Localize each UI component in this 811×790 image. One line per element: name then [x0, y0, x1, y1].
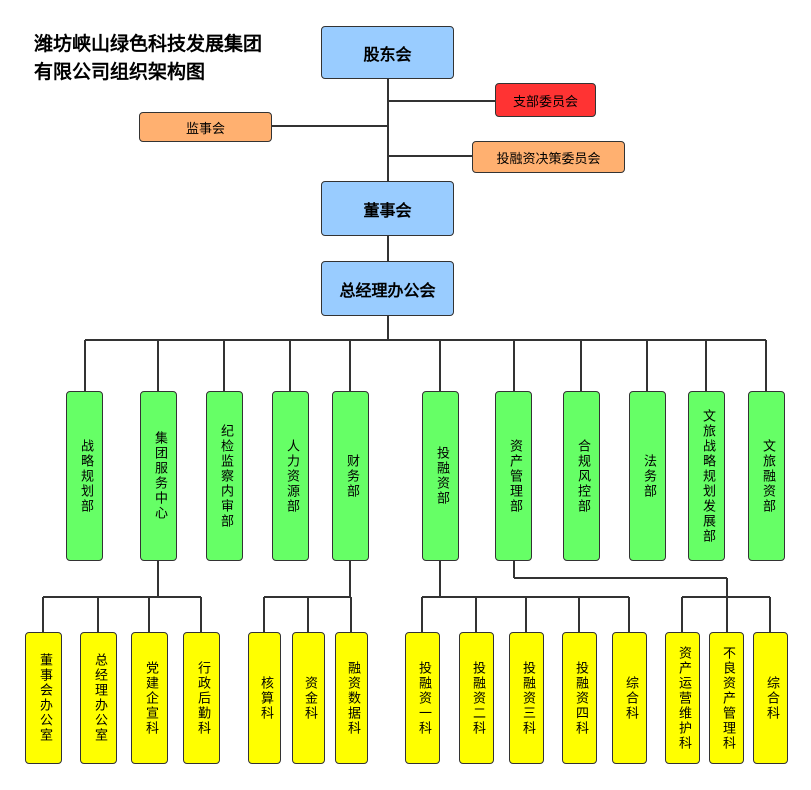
section-label: 投融资四科: [572, 660, 588, 736]
board-box: 董事会: [321, 181, 454, 236]
section-box: 总经理办公室: [80, 632, 117, 764]
department-label: 纪检监察内审部: [217, 423, 233, 529]
section-box: 核算科: [248, 632, 281, 764]
shareholders-box: 股东会: [321, 26, 454, 79]
section-label: 投融资三科: [519, 660, 535, 736]
section-box: 投融资二科: [459, 632, 494, 764]
department-legal-box: 法务部: [629, 391, 666, 561]
party-committee-label: 支部委员会: [512, 94, 578, 110]
shareholders-label: 股东会: [363, 44, 412, 64]
section-box: 综合科: [753, 632, 788, 764]
supervisory-board-box: 监事会: [139, 112, 272, 142]
section-box: 不良资产管理科: [709, 632, 744, 764]
department-label: 文旅战略规划发展部: [699, 408, 715, 544]
section-label: 资产运营维护科: [675, 645, 691, 751]
department-label: 集团服务中心: [151, 431, 167, 521]
section-label: 总经理办公室: [91, 653, 107, 743]
section-label: 党建企宣科: [142, 660, 158, 736]
section-label: 融资数据科: [344, 660, 360, 736]
section-label: 不良资产管理科: [719, 645, 735, 751]
section-label: 董事会办公室: [36, 653, 52, 743]
department-label: 投融资部: [433, 446, 449, 506]
investment-committee-box: 投融资决策委员会: [472, 141, 625, 173]
department-label: 文旅融资部: [759, 438, 775, 514]
section-box: 投融资四科: [562, 632, 597, 764]
section-box: 投融资三科: [509, 632, 544, 764]
section-box: 董事会办公室: [25, 632, 62, 764]
section-label: 行政后勤科: [194, 660, 210, 736]
department-compliance-box: 合规风控部: [563, 391, 600, 561]
department-investment-box: 投融资部: [422, 391, 459, 561]
board-label: 董事会: [363, 200, 412, 220]
section-box: 党建企宣科: [131, 632, 168, 764]
department-audit-box: 纪检监察内审部: [206, 391, 243, 561]
supervisory-board-label: 监事会: [185, 121, 225, 137]
investment-committee-label: 投融资决策委员会: [496, 151, 601, 167]
section-label: 综合科: [763, 675, 779, 721]
section-box: 投融资一科: [405, 632, 440, 764]
title-line-1: 潍坊峡山绿色科技发展集团: [34, 33, 263, 55]
department-finance-box: 财务部: [332, 391, 369, 561]
department-label: 法务部: [640, 453, 656, 499]
department-label: 合规风控部: [574, 438, 590, 514]
section-label: 资金科: [301, 675, 317, 721]
diagram-title: 潍坊峡山绿色科技发展集团 有限公司组织架构图: [34, 30, 262, 86]
party-committee-box: 支部委员会: [495, 83, 596, 117]
section-label: 投融资二科: [469, 660, 485, 736]
section-box: 综合科: [612, 632, 647, 764]
section-label: 投融资一科: [415, 660, 431, 736]
department-label: 财务部: [343, 453, 359, 499]
department-culture-strategy-box: 文旅战略规划发展部: [688, 391, 725, 561]
section-box: 资金科: [292, 632, 325, 764]
department-label: 资产管理部: [506, 438, 522, 514]
department-label: 战略规划部: [77, 438, 93, 514]
section-label: 核算科: [257, 675, 273, 721]
department-culture-finance-box: 文旅融资部: [748, 391, 785, 561]
section-box: 融资数据科: [335, 632, 368, 764]
section-box: 行政后勤科: [183, 632, 220, 764]
section-label: 综合科: [622, 675, 638, 721]
department-service-center-box: 集团服务中心: [140, 391, 177, 561]
title-line-2: 有限公司组织架构图: [34, 61, 206, 83]
department-label: 人力资源部: [283, 438, 299, 514]
section-box: 资产运营维护科: [665, 632, 700, 764]
department-strategy-box: 战略规划部: [66, 391, 103, 561]
department-asset-box: 资产管理部: [495, 391, 532, 561]
gm-office-label: 总经理办公会: [339, 280, 436, 300]
department-hr-box: 人力资源部: [272, 391, 309, 561]
gm-office-box: 总经理办公会: [321, 261, 454, 316]
